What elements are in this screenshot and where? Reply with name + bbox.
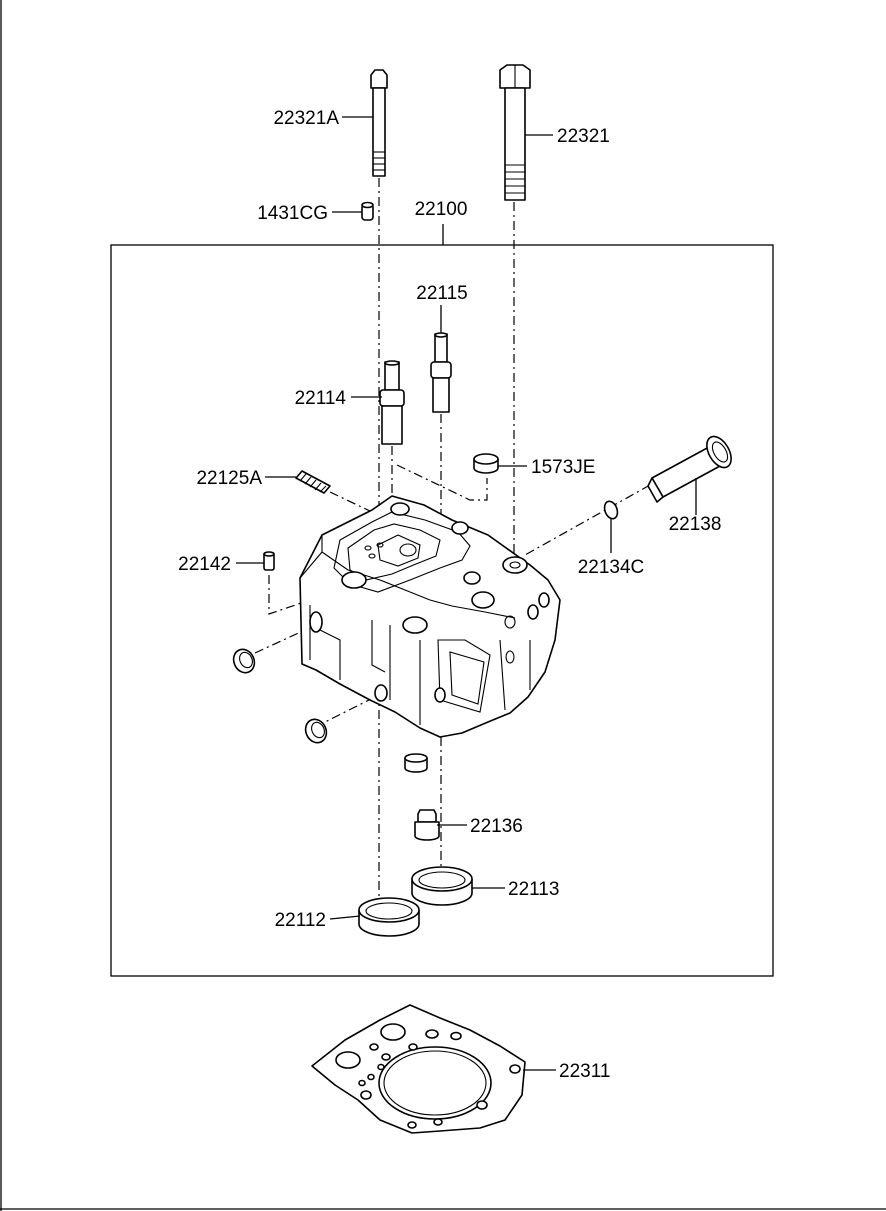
cylinder-head [299,495,561,738]
label-22134C: 22134C [578,557,645,578]
dowel-pin-1431CG [361,201,374,221]
valve-guide-22115 [430,332,452,413]
label-22136: 22136 [470,816,523,837]
label-22115: 22115 [416,283,467,304]
label-22321: 22321 [557,126,610,147]
label-1431CG: 1431CG [257,203,328,224]
valve-seat-22112 [358,897,420,937]
label-22113: 22113 [508,879,559,900]
label-1573JE: 1573JE [531,457,595,478]
valve-seat-22113 [411,866,473,906]
label-22321A: 22321A [273,108,339,129]
head-gasket-22311 [311,1004,526,1134]
side-plug-left [232,648,256,674]
cup-plug-1573JE [473,453,499,474]
side-plug-lower [304,718,328,744]
label-22112: 22112 [275,910,326,931]
valve-guide-22114 [379,360,405,445]
assembly-box-22100 [110,244,774,977]
label-22100: 22100 [415,199,468,220]
leader-lines [236,116,697,1071]
o-ring-22134C [603,500,619,520]
valve-seat-insert [404,753,428,773]
bolt-22321A [370,69,388,177]
stud-22125A [295,470,331,494]
part-labels: 22321A 22321 1431CG 22100 22115 22114 15… [178,108,721,1082]
label-22138: 22138 [669,514,722,535]
label-22114: 22114 [295,388,347,409]
pin-22142 [263,551,275,571]
bolt-22321 [499,64,531,201]
label-22142: 22142 [178,554,231,575]
label-22125A: 22125A [196,468,262,489]
plug-22136 [414,809,440,841]
label-22311: 22311 [559,1061,610,1082]
tube-22138 [647,435,732,503]
